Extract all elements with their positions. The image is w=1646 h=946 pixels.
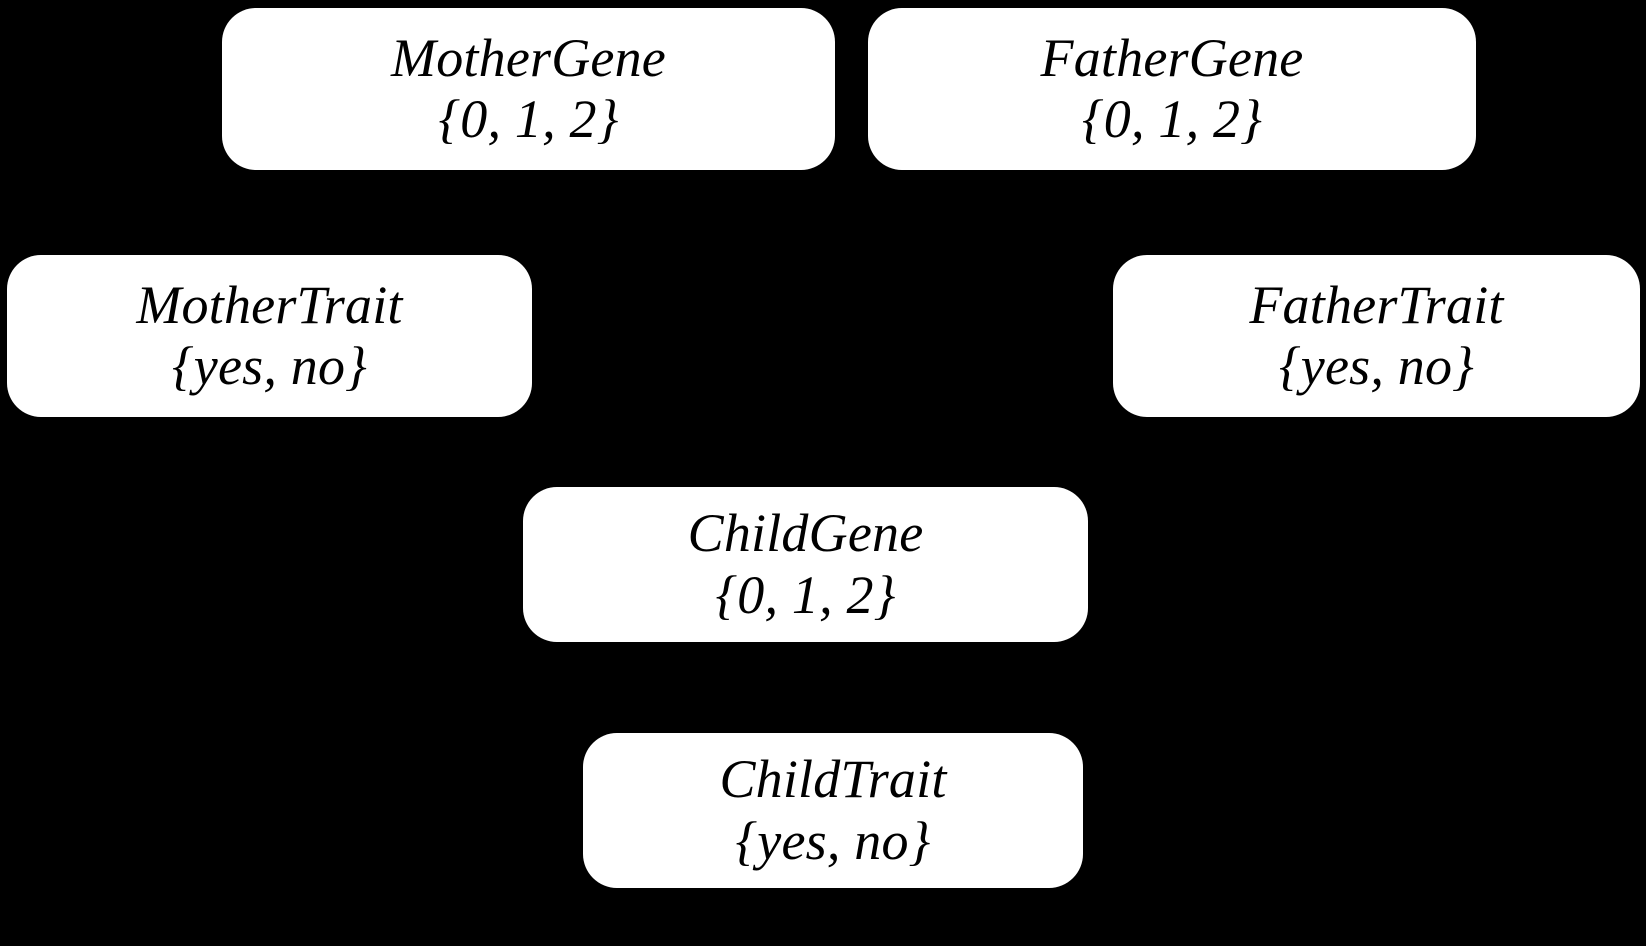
node-mother-gene-domain: {0, 1, 2} (438, 89, 619, 149)
node-father-gene-domain: {0, 1, 2} (1082, 89, 1262, 149)
node-mother-trait-label: MotherTrait (136, 274, 403, 335)
node-father-gene-label: FatherGene (1040, 27, 1304, 88)
node-father-trait[interactable]: FatherTrait {yes, no} (1113, 255, 1640, 417)
node-child-gene-label: ChildGene (687, 503, 924, 564)
node-child-gene-domain: {0, 1, 2} (715, 564, 896, 625)
node-child-gene[interactable]: ChildGene {0, 1, 2} (523, 487, 1088, 642)
node-child-trait-domain: {yes, no} (735, 810, 931, 871)
node-father-trait-label: FatherTrait (1249, 274, 1504, 335)
node-father-trait-domain: {yes, no} (1279, 336, 1474, 396)
node-father-gene[interactable]: FatherGene {0, 1, 2} (868, 8, 1476, 170)
node-mother-trait-domain: {yes, no} (172, 336, 367, 396)
node-mother-trait[interactable]: MotherTrait {yes, no} (7, 255, 532, 417)
node-child-trait-label: ChildTrait (719, 749, 947, 810)
node-mother-gene[interactable]: MotherGene {0, 1, 2} (222, 8, 835, 170)
node-child-trait[interactable]: ChildTrait {yes, no} (583, 733, 1083, 888)
node-mother-gene-label: MotherGene (391, 27, 666, 88)
